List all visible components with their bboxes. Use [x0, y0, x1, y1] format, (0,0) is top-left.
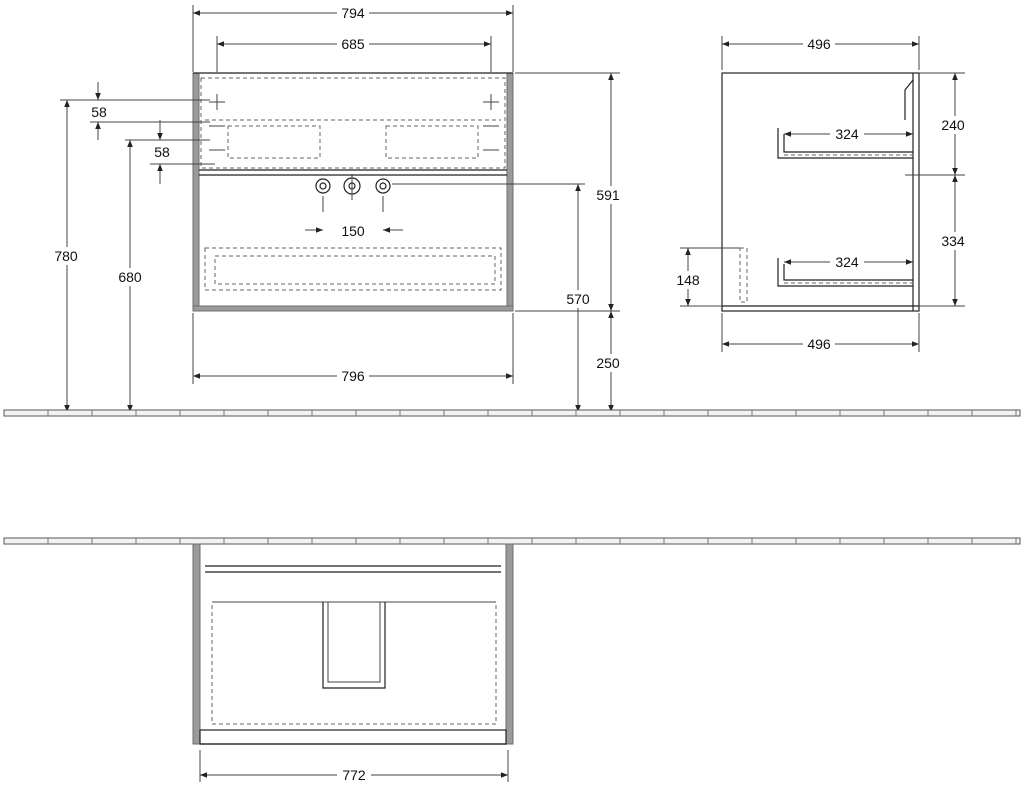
wall-line: [3, 537, 1021, 545]
siphon-cutout: [322, 602, 386, 689]
dim-front-top-width: 794: [341, 5, 365, 21]
dim-front-total-height: 780: [54, 248, 78, 264]
dim-front-offset-lower: 58: [154, 144, 170, 160]
plan-view: 772: [192, 543, 514, 784]
dim-plan-width: 772: [342, 767, 366, 783]
dim-front-floor-clearance: 250: [596, 355, 620, 371]
side-view: 496 324 324 240 3: [672, 35, 970, 353]
dim-front-height-680: 680: [118, 269, 142, 285]
dim-front-inner-width: 685: [341, 36, 365, 52]
basin-outline: [200, 77, 506, 169]
dim-side-lower-drawer: 324: [835, 254, 859, 270]
dim-front-siphon-height: 570: [566, 291, 590, 307]
plan-right-panel: [505, 543, 514, 745]
front-left-panel: [192, 72, 200, 312]
fixing-marker-icon: [209, 94, 499, 151]
side-outline: [721, 72, 920, 312]
lower-drawer: [777, 258, 913, 287]
front-view: 794 685 58 58 780 680 150 591: [50, 4, 625, 412]
plan-left-panel: [192, 543, 201, 745]
dim-side-upper-drawer: 324: [835, 126, 859, 142]
dim-front-tap-spacing: 150: [341, 223, 365, 239]
tap-connection-icon: [315, 174, 585, 212]
dim-front-body-height: 591: [596, 187, 620, 203]
front-drawer: [204, 247, 502, 291]
dim-front-bottom-width: 796: [341, 368, 365, 384]
floor-line: [3, 409, 1021, 417]
dim-side-top-depth: 496: [807, 36, 831, 52]
dim-side-lower-height: 334: [941, 233, 965, 249]
dim-side-bottom-depth: 496: [807, 336, 831, 352]
dim-side-step-height: 148: [676, 272, 700, 288]
dim-front-offset-upper: 58: [91, 104, 107, 120]
plan-drawer-outline: [211, 601, 497, 725]
upper-drawer: [777, 128, 913, 159]
dim-side-upper-height: 240: [941, 117, 965, 133]
front-right-panel: [506, 72, 514, 312]
